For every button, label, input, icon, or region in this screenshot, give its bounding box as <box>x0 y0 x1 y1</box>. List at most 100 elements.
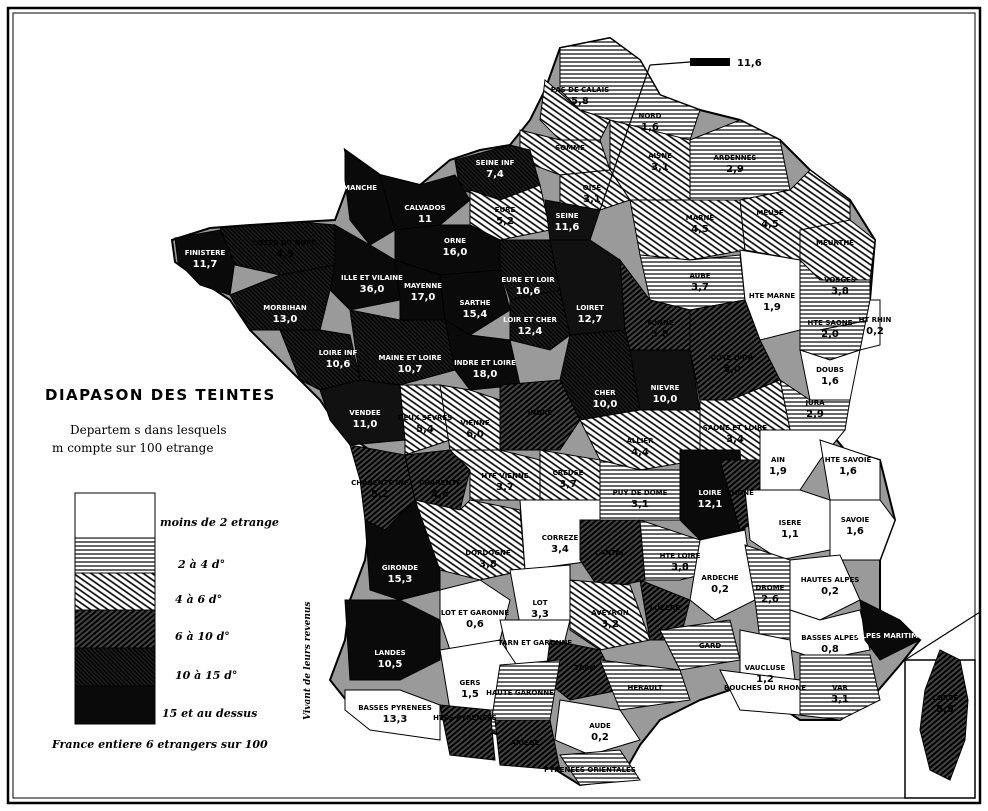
department-name: PYRENEES ORIENTALES <box>544 766 636 774</box>
legend-subtitle-2: m compte sur 100 etrange <box>52 441 213 455</box>
department-label: COTE D'OR 5,0 <box>711 354 754 375</box>
department-value: 0,2 <box>591 732 609 743</box>
department-value: 0,8 <box>821 644 839 655</box>
legend-title: DIAPASON DES TEINTES <box>45 386 276 404</box>
callout-marker <box>690 58 730 66</box>
department-name: FINISTERE <box>185 249 226 257</box>
department-name: LOZERE <box>650 604 680 612</box>
department-name: BOUCHES DU RHONE <box>724 684 806 692</box>
department-value: 3,8 <box>671 562 689 573</box>
department-name: HT RHIN <box>859 316 892 324</box>
department-name: AISNE <box>648 152 672 160</box>
department-name: HERAULT <box>628 684 663 692</box>
department-name: SAVOIE <box>841 516 870 524</box>
legend-swatches <box>74 492 156 725</box>
department-name: HAUTES ALPES <box>801 576 860 584</box>
department-label: SEINE INF 7,4 <box>476 159 515 180</box>
department-name: MANCHE <box>343 184 377 192</box>
department-name: HAUTE GARONNE <box>486 689 554 697</box>
department-name: ALPES MARITIMES <box>856 632 928 640</box>
department-label: MEURTHE <box>816 239 854 247</box>
department-value: 3,1 <box>831 694 849 705</box>
department-label: HTE MARNE 1,9 <box>749 292 795 313</box>
department-name: HTE MARNE <box>749 292 795 300</box>
department-name: TARN ET GARONNE <box>498 639 573 647</box>
department-value: 4,5 <box>761 219 779 230</box>
department-name: CHARENTE INF <box>351 479 409 487</box>
department-value: 3,7 <box>559 479 577 490</box>
department-name: AVEYRON <box>591 609 629 617</box>
department-value: 3,1 <box>651 162 669 173</box>
department-name: DOUBS <box>816 366 844 374</box>
department-value: 5,0 <box>723 364 741 375</box>
department-name: COTES DU NORD <box>252 239 317 247</box>
department-value: 1,9 <box>763 302 781 313</box>
legend-swatch-4 <box>74 647 156 687</box>
department-name: EURE ET LOIR <box>501 276 555 284</box>
department-name: COTE D'OR <box>711 354 754 362</box>
department-label: TARN ET GARONNE <box>498 639 573 647</box>
department-label: ARIEGE <box>511 739 540 747</box>
department-name: GARD <box>699 642 722 650</box>
legend-swatch-1 <box>74 537 156 574</box>
department-value: 15,3 <box>388 574 413 585</box>
department-name: ARIEGE <box>511 739 540 747</box>
department-name: MARNE <box>686 214 715 222</box>
department-value: 7,4 <box>486 169 504 180</box>
department-name: BASSES ALPES <box>801 634 859 642</box>
department-value: 2,6 <box>761 594 779 605</box>
department-value: 10,6 <box>326 359 351 370</box>
department-name: VENDEE <box>349 409 381 417</box>
outer-border <box>6 6 982 805</box>
department-value: 0,2 <box>821 586 839 597</box>
department-label: HTE VIENNE 3,7 <box>481 472 528 493</box>
department-name: OISE <box>583 184 602 192</box>
department-value: 3,7 <box>496 482 514 493</box>
department-value: 5,8 <box>571 96 589 107</box>
department-value: 3,3 <box>531 609 549 620</box>
department-label: ALPES MARITIMES <box>856 632 928 640</box>
department-name: HTE VIENNE <box>481 472 528 480</box>
department-name: AUBE <box>689 272 710 280</box>
department-name: ALLIER <box>626 437 654 445</box>
department-label: TARN <box>575 664 596 672</box>
department-value: 13,3 <box>383 714 408 725</box>
department-name: PAS DE CALAIS <box>551 86 610 94</box>
department-value: 0,6 <box>466 619 484 630</box>
legend-swatch-5 <box>74 685 156 725</box>
region-hautes-alpes <box>789 554 861 621</box>
department-value: 1,5 <box>461 689 479 700</box>
region-landes <box>344 599 441 681</box>
legend-label-0: moins de 2 etrange <box>160 516 279 529</box>
department-name: SARTHE <box>460 299 491 307</box>
region-var <box>799 654 881 721</box>
department-value: 0,2 <box>711 584 729 595</box>
department-value: 2,9 <box>806 409 824 420</box>
department-value: 3,4 <box>551 544 569 555</box>
department-name: SEINE <box>555 212 578 220</box>
legend-swatch-2 <box>74 572 156 611</box>
department-name: CREUSE <box>553 469 584 477</box>
legend-label-1: 2 à 4 d° <box>177 558 225 571</box>
department-name: SEINE INF <box>476 159 515 167</box>
